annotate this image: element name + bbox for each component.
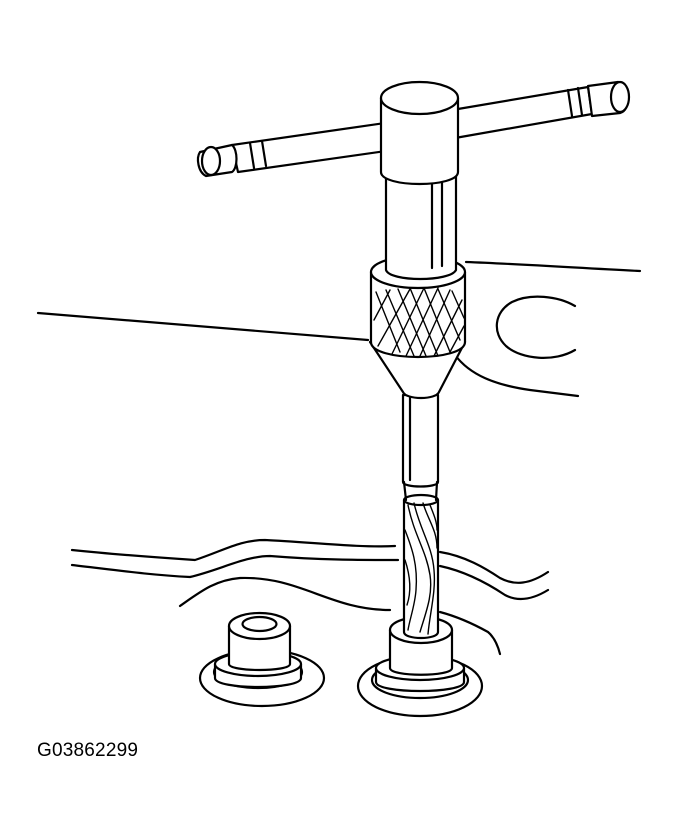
t-handle-bar (196, 80, 631, 178)
chuck-collar (368, 254, 467, 400)
wrench-body (384, 166, 458, 281)
lower-case-contours (70, 538, 550, 656)
wrench-head (379, 80, 460, 186)
reamer-flutes (402, 493, 440, 640)
figure-id-label: G03862299 (37, 740, 139, 761)
left-bushing (198, 611, 326, 708)
reamer-shank (401, 393, 440, 502)
knurled-grip-pattern (373, 287, 465, 357)
casting-boss-opening (495, 295, 577, 359)
upper-casting-outline (36, 260, 642, 398)
